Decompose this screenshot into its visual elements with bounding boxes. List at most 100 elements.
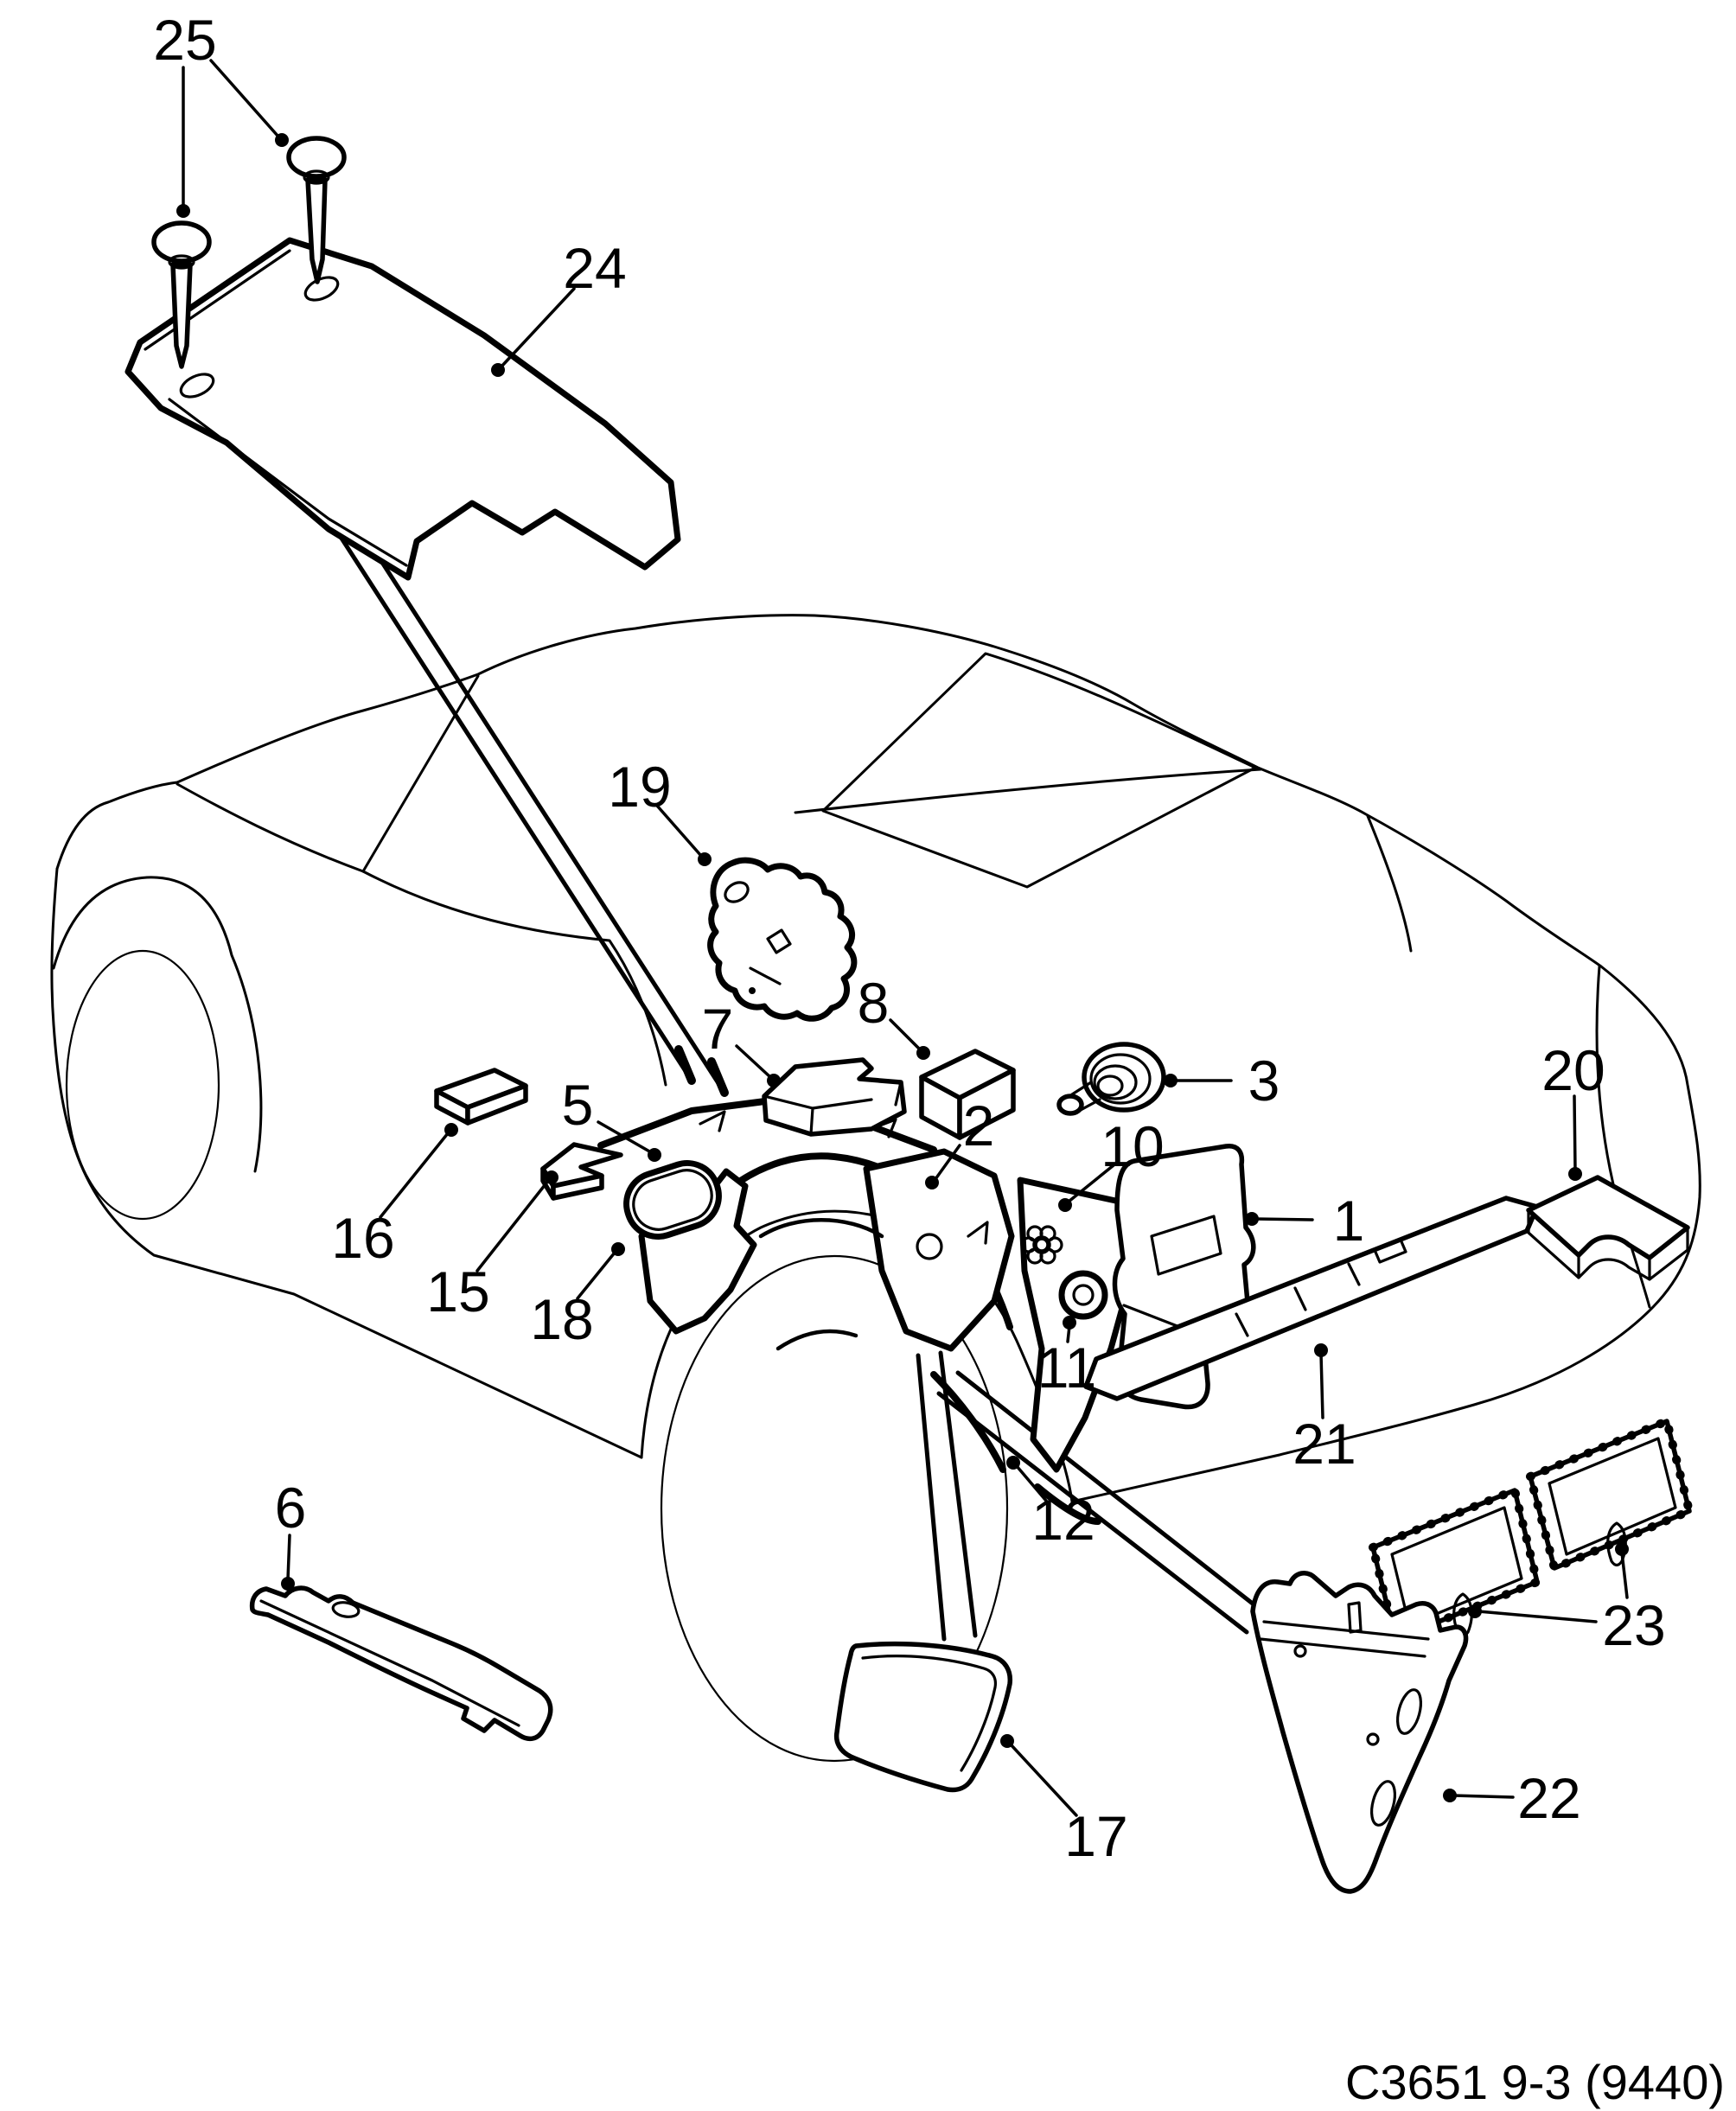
trunk-aperture-line [1595, 965, 1651, 1309]
callout-7: 7 [702, 997, 734, 1061]
strip-21-tick-c [1347, 1262, 1361, 1286]
pad-23b-scallop [1525, 1415, 1695, 1574]
plug-3-stem-b [1079, 1098, 1101, 1112]
pad-23b-inner [1548, 1437, 1677, 1556]
strip-21-notch [1373, 1238, 1407, 1264]
leader-dot-24 [491, 363, 505, 377]
block-7-fold-c [894, 1081, 903, 1107]
callout-24: 24 [563, 236, 626, 300]
callout-25: 25 [153, 8, 216, 72]
leader-dot-12 [1006, 1456, 1020, 1470]
panel-22-band-b [1259, 1637, 1426, 1658]
push-pin-right [286, 136, 347, 284]
leader-dot-6 [281, 1577, 295, 1591]
car-outline [50, 614, 1701, 1763]
part-19-square-detail [766, 928, 792, 954]
part-17-pad [833, 1641, 1013, 1793]
leader-24 [500, 287, 576, 368]
push-pin-left [151, 220, 212, 369]
bracket-20-top [1526, 1175, 1690, 1260]
part-25-push-pins [151, 136, 347, 369]
leader-dot-25b [275, 133, 289, 147]
projection-line-panel24-b [335, 490, 727, 1095]
strip-21-tick-a [1235, 1312, 1249, 1337]
panel-22-hole-a [1293, 1644, 1307, 1658]
projection-line-part17-a [916, 1353, 947, 1642]
leader-dot-10 [1058, 1198, 1072, 1212]
part-5-oval-seal [623, 1159, 722, 1240]
part-19-dot-detail [749, 987, 756, 994]
part-19-latch-insulation [707, 857, 858, 1022]
callout-1: 1 [1333, 1189, 1365, 1253]
projection-tip-a [674, 1045, 696, 1085]
panel-1-window-cutout [1150, 1215, 1222, 1276]
leader-dot-22 [1443, 1789, 1457, 1802]
leader-dot-1 [1245, 1212, 1259, 1226]
strip-6-inner-line [259, 1599, 520, 1727]
panel-24-outline [124, 237, 681, 581]
panel-24-inner-edge-b [144, 249, 291, 351]
callout-17: 17 [1064, 1804, 1127, 1868]
leader-25-diagonal [209, 59, 280, 138]
leader-5 [597, 1120, 653, 1154]
part-10-spring-clip [1020, 1225, 1063, 1265]
leader-12 [1015, 1464, 1048, 1502]
oval-5-inner [632, 1169, 713, 1231]
leader-22 [1452, 1794, 1515, 1799]
part-19-outline [707, 857, 858, 1022]
leader-dot-23a [1615, 1542, 1629, 1556]
strip-21-tick-b [1293, 1286, 1307, 1311]
leader-dot-2 [925, 1176, 939, 1189]
wedge-15-bottom [551, 1173, 604, 1201]
trunk-seam [1366, 814, 1413, 953]
callout-10: 10 [1101, 1114, 1164, 1178]
panel-24-inner-edge-a [168, 398, 408, 567]
flange-chevron-c [967, 1221, 989, 1245]
callout-18: 18 [530, 1287, 593, 1351]
leader-dot-18 [611, 1242, 625, 1256]
callout-11: 11 [1037, 1336, 1097, 1400]
rear-window [821, 652, 1257, 889]
pin-left-neck [168, 254, 195, 270]
callout-8: 8 [858, 971, 890, 1035]
callout-3: 3 [1248, 1049, 1280, 1113]
inner-arch-line-a [758, 1218, 884, 1239]
part-19-line-detail [749, 966, 782, 985]
plug-3-tip [1056, 1094, 1084, 1116]
figure-code: C3651 9-3 (9440) [1345, 2055, 1725, 2109]
leader-dot-17 [1000, 1734, 1014, 1748]
plug-3-stem-a [1070, 1081, 1093, 1096]
shield-hole [916, 1233, 943, 1260]
cowl-line-left [176, 782, 365, 873]
front-wheel-arch [52, 876, 263, 1173]
plug-3-ring-2 [1093, 1064, 1138, 1100]
pin-left-head [151, 220, 212, 264]
clip-10-center [1032, 1235, 1051, 1254]
leader-23-vertical [1620, 1551, 1629, 1599]
leader-dot-21 [1314, 1343, 1328, 1357]
projection-line-part22-b [936, 1391, 1249, 1635]
pad-17-outer [833, 1641, 1013, 1793]
callout-16: 16 [331, 1206, 394, 1270]
callout-12: 12 [1031, 1488, 1095, 1552]
pad-17-inner [861, 1655, 998, 1772]
pad-16-side [465, 1083, 528, 1126]
leader-lines [176, 59, 1629, 1817]
callout-6: 6 [275, 1476, 307, 1540]
callout-22: 22 [1517, 1766, 1580, 1830]
callout-21: 21 [1292, 1412, 1356, 1476]
callout-19: 19 [608, 755, 671, 819]
callout-5: 5 [562, 1073, 594, 1137]
leader-19 [655, 804, 703, 858]
projection-line-panel24-a [302, 478, 694, 1083]
part-22-quarter-panel [1250, 1571, 1469, 1894]
callout-labels: 1 2 3 5 6 7 8 10 11 12 15 16 17 18 19 20… [153, 8, 1665, 1868]
lower-insulation-mark-b [1034, 1483, 1101, 1525]
panel-24-hole-left [179, 373, 215, 399]
box-8-side [957, 1068, 1016, 1140]
inner-arch-line-b [775, 1329, 858, 1351]
leader-dot-19 [698, 852, 712, 866]
bracket-20-depth [1527, 1209, 1689, 1281]
leader-15 [475, 1179, 550, 1272]
leader-10 [1067, 1164, 1115, 1203]
